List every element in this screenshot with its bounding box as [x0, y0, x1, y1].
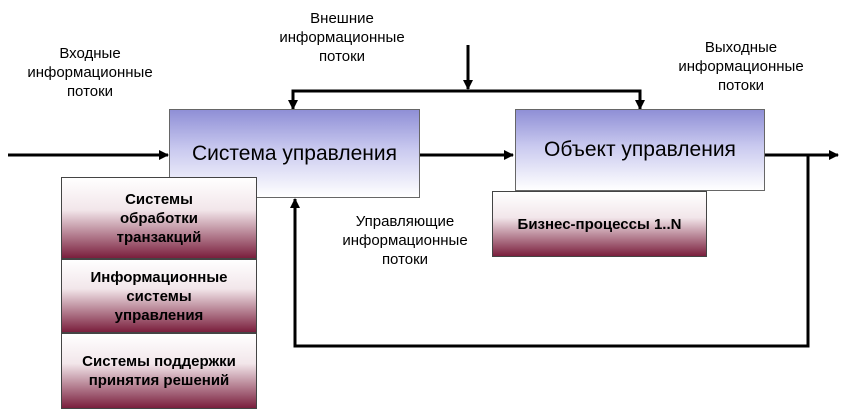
output-flows-label: Выходные информационные потоки: [678, 39, 804, 94]
control-object-title: Объект управления: [544, 138, 736, 161]
control-flows-label: Управляющие информационные потоки: [342, 213, 468, 268]
business-processes-box: Бизнес-процессы 1..N: [492, 191, 707, 257]
subsystem-decision-support: Системы поддержки принятия решений: [61, 333, 257, 409]
subsystem-management-information: Информационные системы управления: [61, 259, 257, 333]
input-flows-label: Входные информационные потоки: [27, 45, 153, 100]
subsystem-transaction-processing: Системы обработки транзакций: [61, 177, 257, 259]
external-flows-label: Внешние информационные потоки: [279, 10, 405, 65]
external-flow-split: [291, 89, 642, 108]
feedback-loop: [293, 155, 810, 348]
control-system-title: Система управления: [192, 141, 397, 165]
control-object-box: Объект управления: [515, 109, 765, 191]
